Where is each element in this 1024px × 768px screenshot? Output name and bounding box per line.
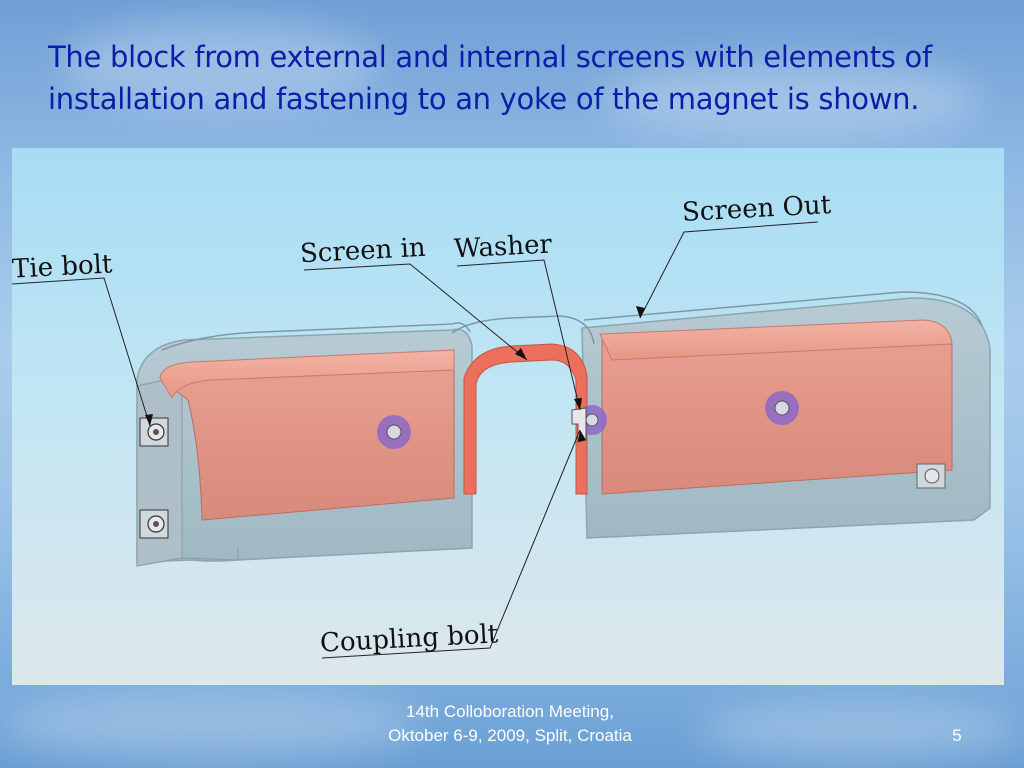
leader-arrowheads xyxy=(145,306,645,442)
outer-screen-rim xyxy=(583,291,983,327)
tie-bolt-right xyxy=(916,463,946,489)
leader-screen-out xyxy=(639,221,819,319)
tie-bolt-upper xyxy=(139,417,169,447)
footer-line-2: Oktober 6-9, 2009, Split, Croatia xyxy=(388,726,632,745)
washer-left xyxy=(377,415,411,449)
screen-block-illustration xyxy=(12,221,991,659)
slide-title: The block from external and internal scr… xyxy=(48,40,932,116)
diagram-figure: Screen Out Screen in Washer Tie bolt Cou… xyxy=(12,148,1004,685)
outer-screen-notch xyxy=(451,315,595,345)
footer-line-1: 14th Colloboration Meeting, xyxy=(406,702,614,721)
background-cloud xyxy=(700,700,1020,760)
footer-meeting-info: 14th Colloboration Meeting, Oktober 6-9,… xyxy=(330,700,690,748)
inner-screen-top xyxy=(599,319,953,361)
tie-bolt-lower xyxy=(139,509,169,539)
leader-lines xyxy=(12,221,819,659)
leader-screen-in xyxy=(303,263,528,361)
leader-washer xyxy=(456,259,581,411)
label-tie-bolt: Tie bolt xyxy=(12,249,114,285)
washer-right xyxy=(765,391,799,425)
leader-coupling-bolt xyxy=(321,429,581,659)
inner-screen-top xyxy=(159,349,455,400)
background-cloud xyxy=(60,20,380,110)
outer-screen-rim xyxy=(161,322,471,351)
leader-tie-bolt xyxy=(12,277,151,427)
page-number: 5 xyxy=(952,726,962,745)
outer-screen-bottom xyxy=(181,548,239,561)
inner-screen-arch xyxy=(463,343,588,495)
background-cloud xyxy=(600,60,980,140)
background-cloud xyxy=(0,690,420,760)
label-washer: Washer xyxy=(453,229,553,265)
